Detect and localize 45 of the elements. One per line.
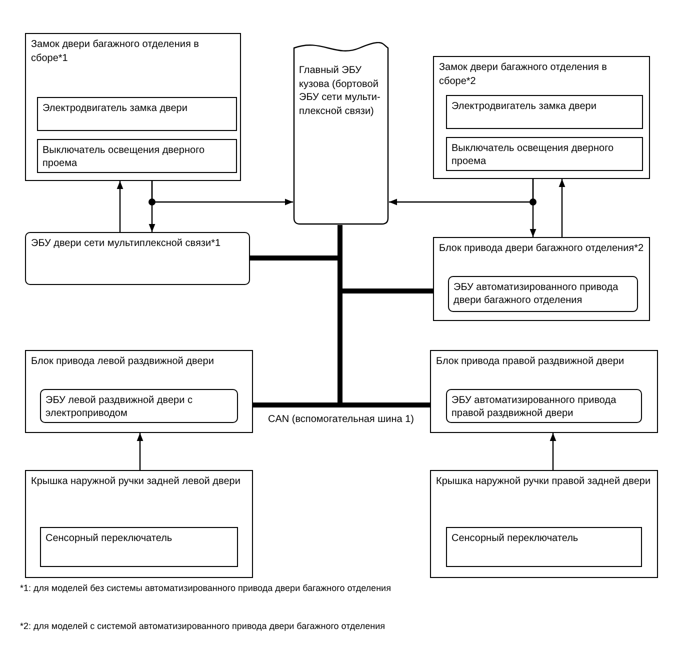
footnote: *2: для моделей с системой автоматизированного привода двери багажного отделения — [20, 621, 386, 633]
node-title: ЭБУ двери сети мультиплексной связи*1 — [31, 237, 222, 250]
node-title: Сенсорный переключатель — [452, 532, 580, 545]
node-title: Выключатель освещения дверного проема — [42, 144, 206, 170]
node-title: Блок привода двери багажного отделения*2 — [439, 242, 645, 256]
component-box — [446, 94, 642, 128]
node-title: Сенсорный переключатель — [46, 532, 174, 545]
node-title: ЭБУ левой раздвижной двери с электроприводом — [46, 394, 194, 420]
node-title: Электродвигатель замка двери — [452, 100, 598, 113]
node-title: Выключатель освещения дверного проема — [452, 142, 615, 168]
component-box — [430, 350, 658, 433]
node-title: Крышка наружной ручки правой задней двери — [436, 475, 652, 488]
component-box — [433, 56, 650, 179]
arrow — [530, 179, 536, 237]
component-box — [25, 33, 241, 181]
node-title: ЭБУ автоматизированного привода двери багажного отделения — [454, 280, 620, 308]
ecu-box — [448, 276, 638, 312]
node-title: Замок двери багажного отделения в сборе*1 — [31, 38, 200, 65]
node-title: Замок двери багажного отделения в сборе*2 — [439, 61, 608, 88]
ecu-box — [25, 232, 250, 285]
control-unit-block — [293, 42, 389, 225]
node-title: ЭБУ автоматизированного привода правой раздвижной двери — [452, 394, 618, 420]
arrow — [151, 181, 293, 206]
arrow — [550, 433, 556, 470]
component-box — [433, 237, 650, 321]
component-box — [446, 526, 642, 566]
ecu-box — [40, 388, 238, 422]
block-label: Главный ЭБУ кузова (бортовой ЭБУ сети мульти-плексной связи) — [299, 64, 382, 118]
node-title: Блок привода левой раздвижной двери — [31, 355, 215, 368]
ecu-box — [446, 388, 642, 422]
component-box — [430, 470, 658, 578]
arrow — [116, 181, 124, 232]
arrow — [136, 433, 144, 470]
component-box — [36, 138, 236, 172]
node-title: Электродвигатель замка двери — [42, 102, 188, 115]
component-box — [25, 470, 253, 578]
bus-label: CAN (вспомогательная шина 1) — [268, 413, 414, 426]
component-box — [446, 136, 642, 170]
component-box — [40, 526, 238, 566]
component-box — [25, 350, 253, 433]
footnote: *1: для моделей без системы автоматизированного привода двери багажного отделения — [20, 583, 391, 595]
component-box — [36, 96, 236, 130]
node-title: Крышка наружной ручки задней левой двери — [31, 475, 242, 488]
arrow — [558, 179, 566, 237]
node-title: Блок привода правой раздвижной двери — [436, 355, 626, 368]
